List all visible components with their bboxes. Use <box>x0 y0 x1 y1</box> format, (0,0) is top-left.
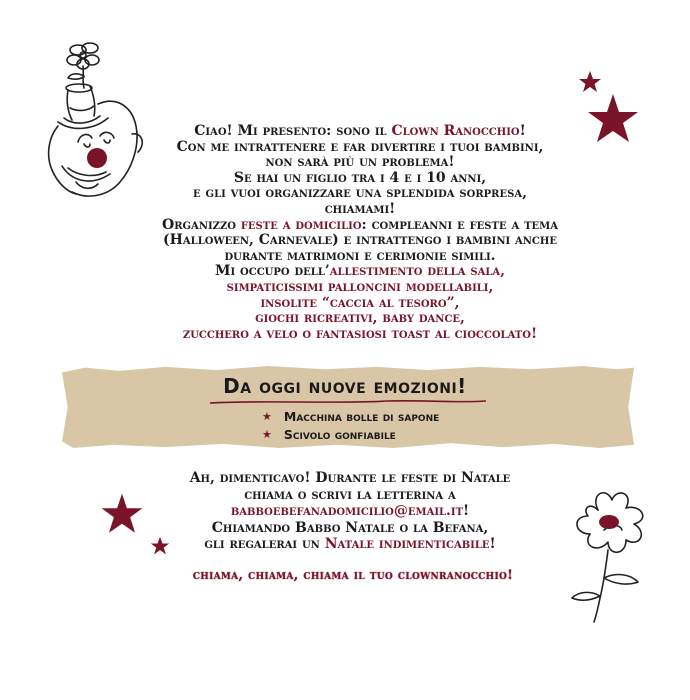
features-list: ★ Macchina bolle di sapone ★ Scivolo gon… <box>262 408 439 444</box>
flower-icon <box>571 492 644 623</box>
star-icon <box>150 536 170 555</box>
intro-text: Ciao! Mi presento: sono il Clown Ranocch… <box>162 123 558 342</box>
star-icon: ★ <box>262 428 272 441</box>
star-icon: ★ <box>262 410 272 423</box>
closing-slogan: chiama, chiama, chiama il tuo clownranoc… <box>192 568 514 583</box>
star-icon <box>588 94 638 142</box>
email-link[interactable]: babboebefanadomicilio@email.it <box>230 503 464 519</box>
banner-title: Da oggi nuove emozioni! <box>223 374 467 398</box>
banner-background <box>62 366 634 448</box>
outro-text: Ah, dimenticavo! Durante le feste di Nat… <box>189 470 511 552</box>
banner-underline <box>209 400 487 404</box>
feature-item: ★ Macchina bolle di sapone <box>262 409 440 424</box>
clown-icon <box>47 42 144 197</box>
star-icon <box>101 493 143 533</box>
feature-item: ★ Scivolo gonfiabile <box>262 427 396 442</box>
star-icon <box>579 71 601 92</box>
